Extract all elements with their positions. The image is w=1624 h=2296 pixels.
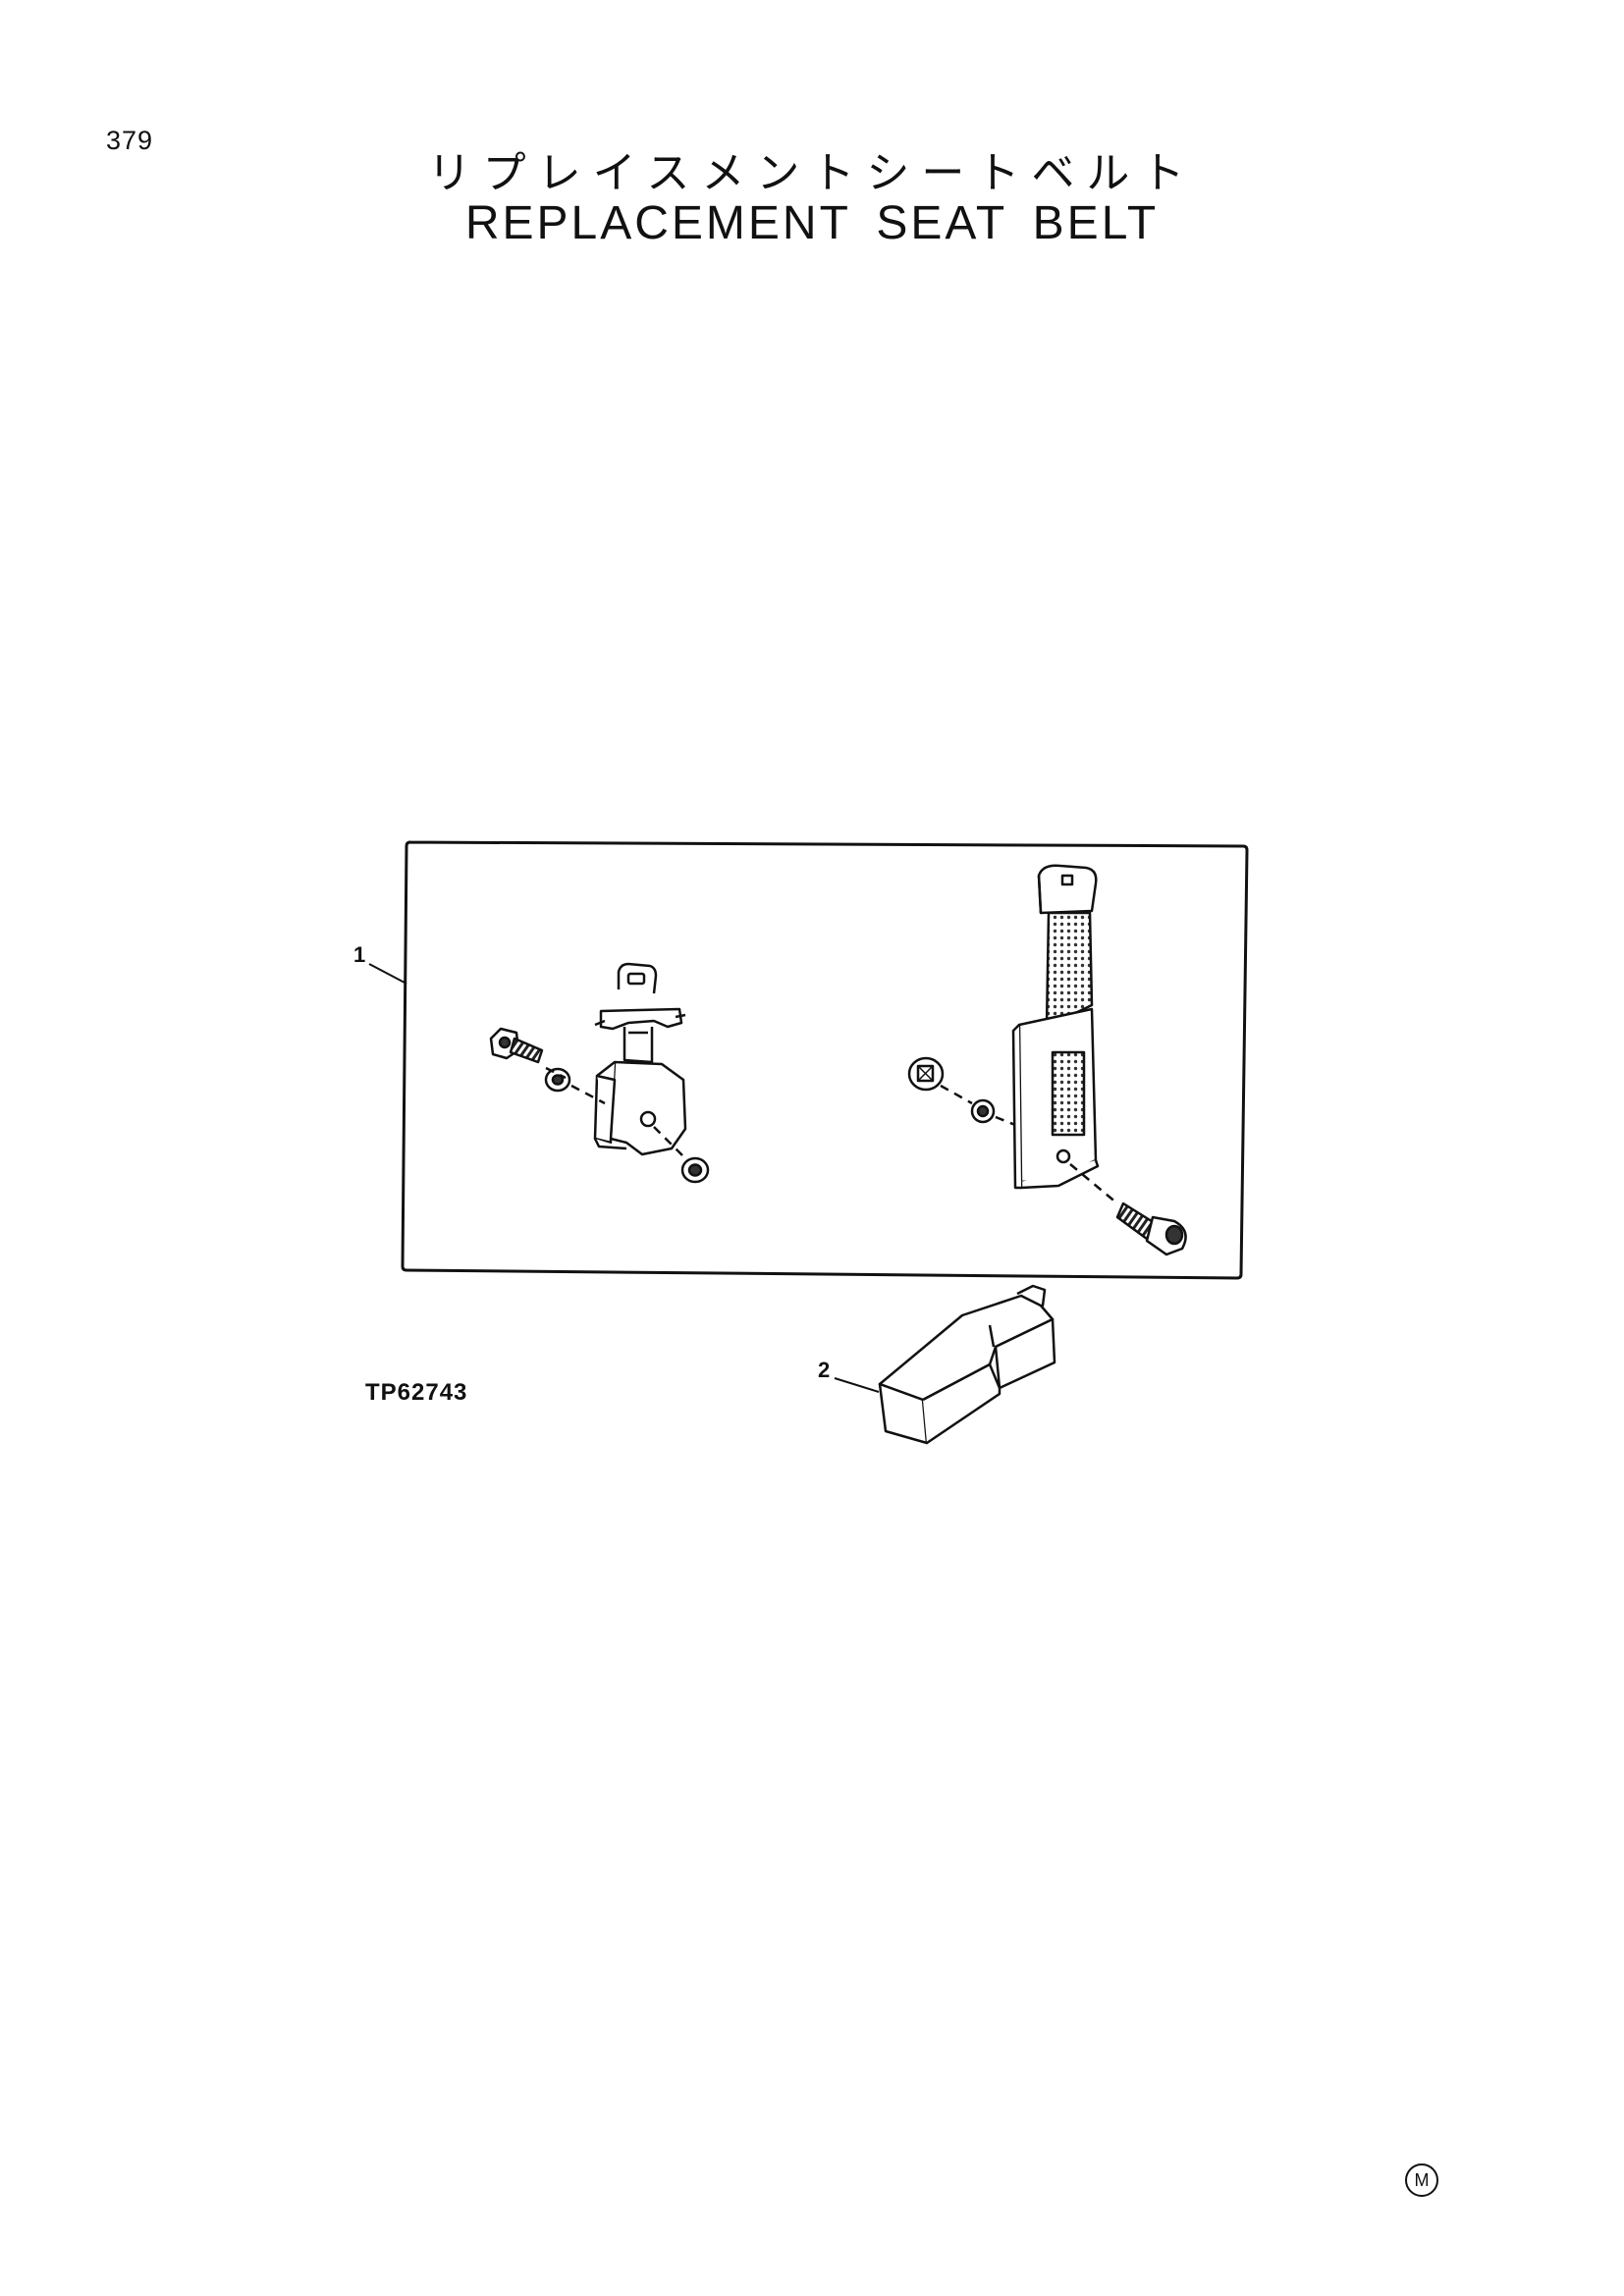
page-title-english: REPLACEMENT SEAT BELT: [464, 197, 1160, 249]
leader-line-2: [834, 1377, 880, 1393]
seat-belt-latch: [907, 864, 1187, 1256]
assembly-frame: [401, 840, 1249, 1280]
footer-circled-mark: M: [1405, 2163, 1438, 2197]
assembly-guide-lines-left: [545, 1066, 688, 1161]
buckle-anchor-plate: [489, 962, 710, 1184]
callout-2: 2: [818, 1358, 831, 1382]
callout-1: 1: [353, 942, 366, 967]
assembly-guide-lines-right: [940, 1084, 1118, 1204]
page-title-japanese: リプレイスメントシートベルト: [427, 148, 1197, 198]
page-number: 379: [106, 126, 154, 155]
figure-reference-code: TP62743: [365, 1379, 468, 1406]
seat-belt-bracket: [878, 1284, 1056, 1445]
leader-line-1: [368, 963, 407, 985]
